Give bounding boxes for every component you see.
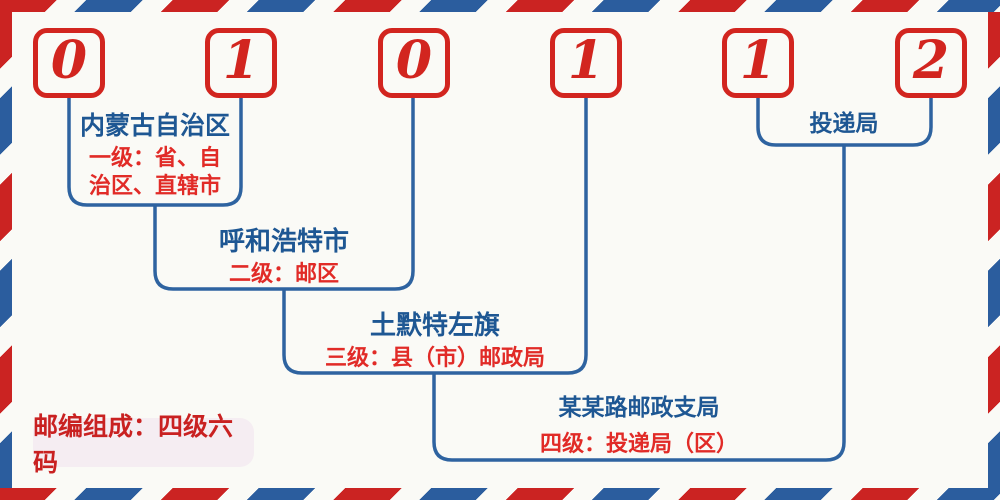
level-2-region-name: 呼和浩特市 — [218, 227, 349, 257]
delivery-office-label: 投递局 — [784, 104, 904, 138]
envelope-border-right — [988, 12, 1000, 488]
digit-box-4: 1 — [550, 28, 622, 98]
digit-6: 2 — [912, 30, 950, 91]
digit-box-2: 1 — [205, 28, 277, 98]
composition-note: 邮编组成：四级六码 — [33, 411, 234, 477]
delivery-office-text: 投递局 — [809, 110, 879, 137]
digit-1: 0 — [50, 30, 88, 91]
composition-badge: 邮编组成：四级六码 — [33, 412, 254, 477]
digit-box-3: 0 — [378, 28, 450, 98]
digit-5: 1 — [739, 30, 777, 91]
digit-box-6: 2 — [895, 28, 967, 98]
level-4-region-name: 某某路邮政支局 — [558, 394, 720, 421]
connector-level-4 — [432, 145, 846, 462]
digit-3: 0 — [395, 30, 433, 91]
level-4-description: 四级：投递局（区） — [539, 432, 738, 457]
level-1-label: 内蒙古自治区 一级：省、自治区、直辖市 — [60, 106, 250, 200]
connector-delivery-office — [756, 96, 933, 147]
envelope-border-left — [0, 12, 12, 488]
digit-box-1: 0 — [33, 28, 105, 98]
level-3-region-name: 土默特左旗 — [369, 311, 500, 341]
level-1-description: 一级：省、自治区、直辖市 — [88, 146, 221, 199]
digit-box-5: 1 — [722, 28, 794, 98]
level-3-label: 土默特左旗 三级：县（市）邮政局 — [275, 305, 595, 373]
level-3-description: 三级：县（市）邮政局 — [324, 346, 545, 371]
level-2-label: 呼和浩特市 二级：邮区 — [154, 221, 414, 289]
level-1-region-name: 内蒙古自治区 — [79, 111, 230, 140]
digit-2: 1 — [222, 30, 260, 91]
envelope-border-bottom — [0, 488, 1000, 500]
envelope-border-top — [0, 0, 1000, 12]
digit-4: 1 — [567, 30, 605, 91]
level-4-label: 某某路邮政支局 四级：投递局（区） — [469, 388, 809, 459]
level-2-description: 二级：邮区 — [228, 262, 339, 287]
